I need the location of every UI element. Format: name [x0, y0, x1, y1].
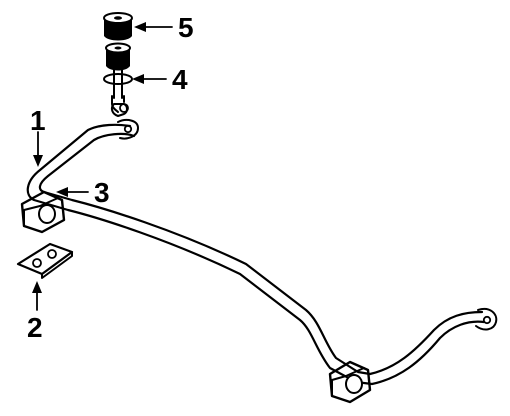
upper-bushings — [103, 12, 133, 71]
callout-3: 3 — [94, 177, 110, 208]
leader-arrows — [32, 22, 173, 311]
callout-4: 4 — [172, 64, 188, 95]
link-bolt — [103, 69, 133, 117]
left-bushing — [20, 190, 66, 234]
callout-1: 1 — [30, 105, 46, 136]
callout-5: 5 — [178, 12, 194, 43]
stabilizer-bar — [26, 119, 498, 386]
bracket-plate — [16, 242, 74, 279]
callout-2: 2 — [27, 312, 43, 343]
right-bushing — [328, 360, 372, 404]
